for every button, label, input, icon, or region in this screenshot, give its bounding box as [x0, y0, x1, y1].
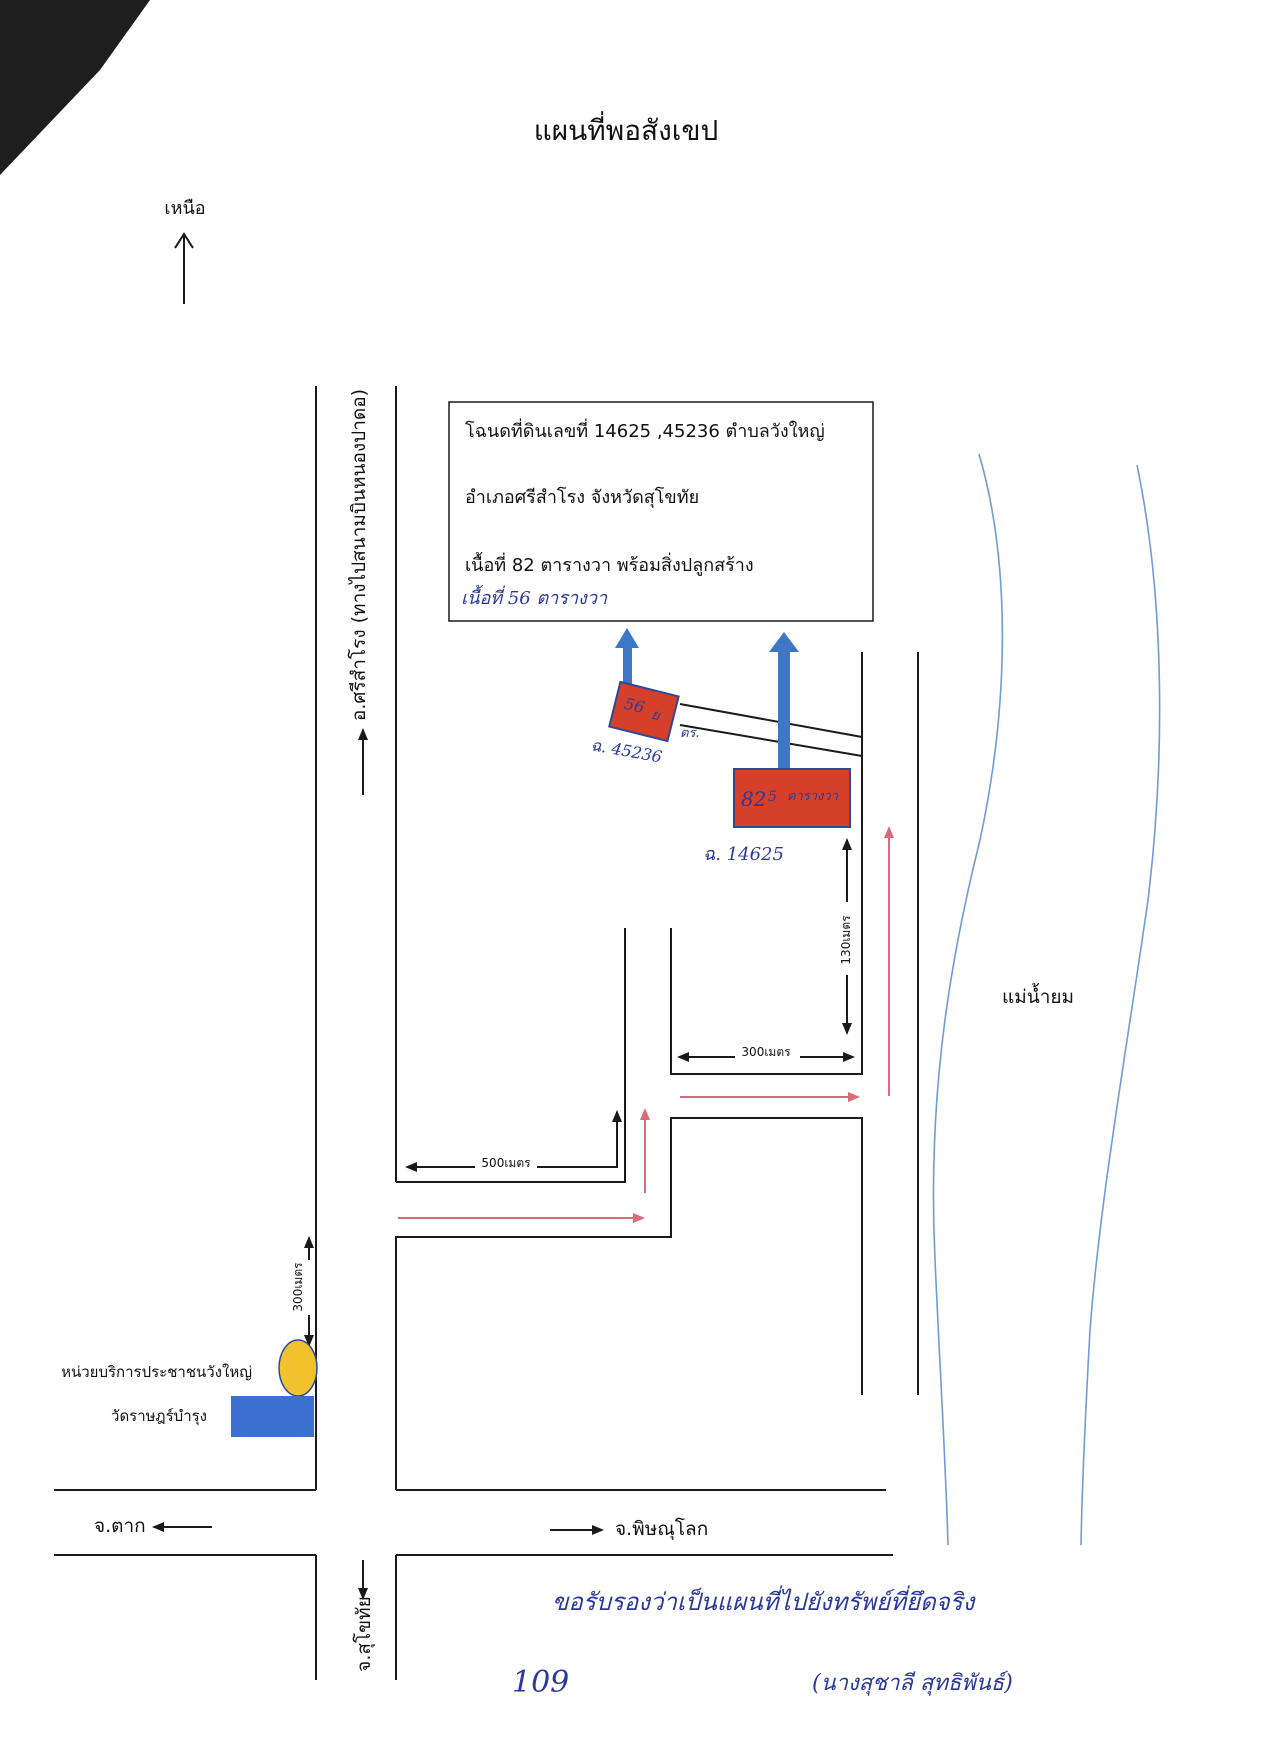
- block-300-outline: [670, 652, 863, 1075]
- svg-text:500เมตร: 500เมตร: [481, 1156, 531, 1170]
- parcel-14625-unit: ตารางวา: [787, 789, 839, 804]
- parcel-45236: 56 ย: [608, 680, 680, 743]
- svg-text:300เมตร: 300เมตร: [291, 1262, 305, 1312]
- service-unit-marker: [278, 1339, 318, 1397]
- distance-300m-vertical: 300เมตร: [291, 1236, 314, 1347]
- deed-info-line-2: อำเภอศรีสำโรง จังหวัดสุโขทัย: [465, 486, 699, 508]
- deed-info-handwritten: เนื้อที่ 56 ตารางวา: [461, 584, 608, 609]
- river-label: แม่น้ำยม: [1002, 983, 1074, 1008]
- parcel-45236-unit-note: ตร.: [680, 726, 700, 741]
- block-lower-outline: [395, 1117, 863, 1490]
- pointer-arrow-icon-parcel-45236: [615, 628, 639, 684]
- certification-note: ขอรับรองว่าเป็นแผนที่ไปยังทรัพย์ที่ยึดจร…: [552, 1585, 977, 1616]
- distance-130m: 130เมตร: [839, 838, 853, 1035]
- parcel-lane-lower: [679, 724, 863, 757]
- distance-300m-horizontal: 300เมตร: [677, 1045, 855, 1062]
- main-road-label: อ.ศรีสำโรง (ทางไปสนามบินหนองปาดอ): [347, 389, 370, 721]
- to-tak-label: จ.ตาก: [94, 1515, 146, 1537]
- north-arrow-icon: [174, 232, 194, 304]
- service-unit-label: หน่วยบริการประชาชนวังใหญ่: [61, 1363, 252, 1381]
- signature-name: (นางสุชาลี สุทธิพันธ์): [812, 1670, 1013, 1696]
- temple-label: วัดราษฎร์บำรุง: [111, 1407, 207, 1426]
- deed-info-line-1: โฉนดที่ดินเลขที่ 14625 ,45236 ตำบลวังใหญ…: [465, 418, 825, 442]
- road-network: [54, 386, 919, 1680]
- deed-info-line-3: เนื้อที่ 82 ตารางวา พร้อมสิ่งปลูกสร้าง: [465, 552, 754, 576]
- svg-text:300เมตร: 300เมตร: [741, 1045, 791, 1059]
- page-number: 109: [512, 1665, 569, 1700]
- to-phitsanulok-label: จ.พิษณุโลก: [615, 1517, 708, 1541]
- map-title: แผนที่พอสังเขป: [534, 111, 719, 147]
- north-label: เหนือ: [164, 198, 205, 219]
- scan-shadow: [0, 0, 150, 175]
- parcel-14625-deed-label: ฉ. 14625: [703, 844, 784, 865]
- river-yom: [932, 453, 1161, 1546]
- to-sukhothai-label: จ.สุโขทัย: [352, 1596, 376, 1672]
- svg-text:130เมตร: 130เมตร: [839, 915, 853, 965]
- parcel-14625-area: 82: [741, 787, 766, 811]
- block-500-outline: [396, 928, 626, 1183]
- temple-marker: [231, 1396, 314, 1437]
- parcel-14625-fraction: 5: [768, 789, 777, 805]
- parcel-lane-upper: [679, 703, 863, 738]
- distance-500m: 500เมตร: [405, 1110, 622, 1172]
- parcel-14625: 82 5 ตารางวา: [733, 768, 851, 828]
- deed-info-box: โฉนดที่ดินเลขที่ 14625 ,45236 ตำบลวังใหญ…: [448, 401, 874, 622]
- pointer-arrow-icon-parcel-14625: [769, 632, 799, 770]
- route-arrows: [398, 826, 894, 1223]
- parcel-45236-deed-label: ฉ. 45236: [589, 735, 663, 766]
- parcel-45236-area: 56: [622, 694, 646, 717]
